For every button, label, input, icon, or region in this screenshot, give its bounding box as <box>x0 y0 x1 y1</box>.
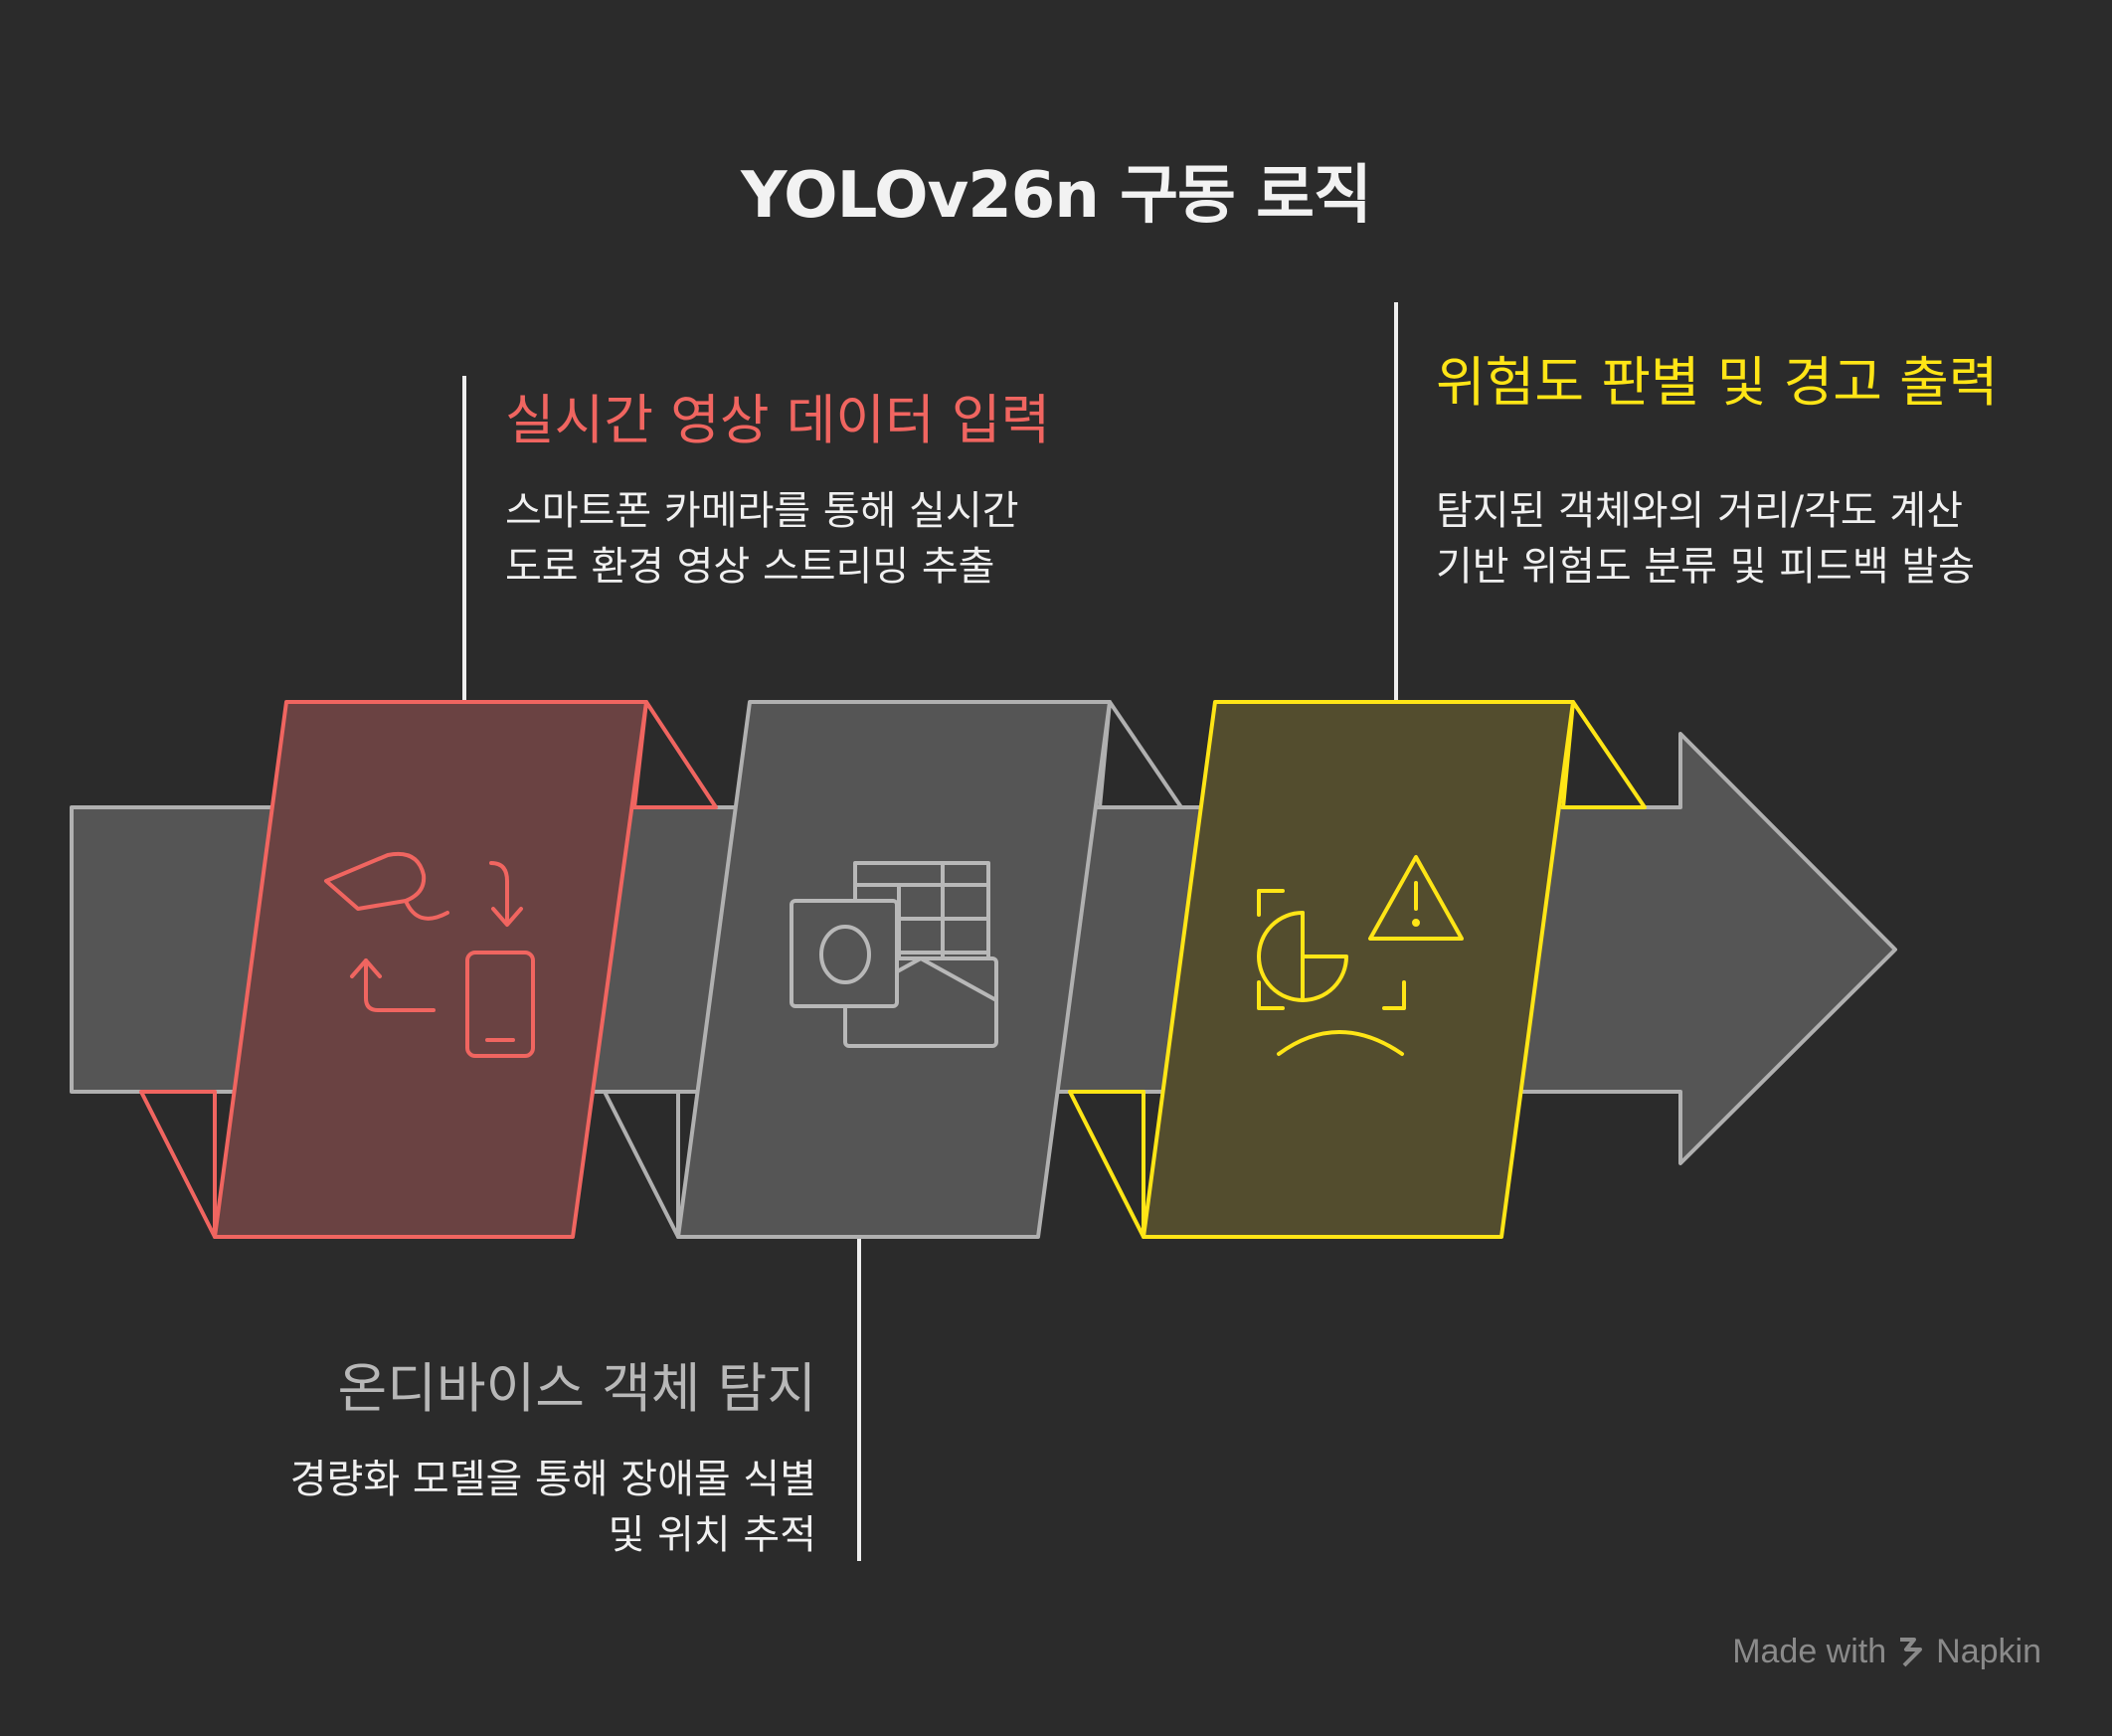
risk-warning-icon <box>1257 855 1464 1056</box>
watermark-prefix: Made with <box>1732 1633 1887 1670</box>
step-2-description: 경량화 모델을 통해 장애물 식별 및 위치 추적 <box>290 1452 816 1563</box>
napkin-watermark[interactable]: Made with Napkin <box>1732 1633 2041 1671</box>
watermark-brand: Napkin <box>1936 1633 2041 1670</box>
napkin-logo-icon <box>1900 1637 1923 1666</box>
step-3-description-line: 탐지된 객체와의 거리/각도 계산 <box>1436 488 1964 534</box>
step-3-heading: 위험도 판별 및 경고 출력 <box>1436 351 1999 414</box>
step-3-ribbon <box>1068 700 1647 1239</box>
step-1-description: 스마트폰 카메라를 통해 실시간 도로 환경 영상 스트리밍 추출 <box>505 483 1019 595</box>
camera-to-smartphone-icon <box>324 852 535 1058</box>
step-3-description: 탐지된 객체와의 거리/각도 계산 기반 위험도 분류 및 피드백 발송 <box>1436 483 1975 595</box>
step-3-description-line: 기반 위험도 분류 및 피드백 발송 <box>1436 544 1975 590</box>
step-1-heading: 실시간 영상 데이터 입력 <box>505 389 1051 451</box>
step-2-description-line: 경량화 모델을 통해 장애물 식별 <box>289 1457 816 1502</box>
step-1-ribbon <box>139 700 718 1239</box>
page-title: YOLOv26n 구동 로직 <box>741 159 1372 233</box>
step-1-description-line: 스마트폰 카메라를 통해 실시간 <box>505 488 1019 534</box>
step-2-description-line: 및 위치 추적 <box>608 1512 816 1558</box>
image-grid-icon <box>790 861 998 1048</box>
step-1-description-line: 도로 환경 영상 스트리밍 추출 <box>505 544 995 590</box>
step-2-heading: 온디바이스 객체 탐지 <box>337 1357 816 1420</box>
